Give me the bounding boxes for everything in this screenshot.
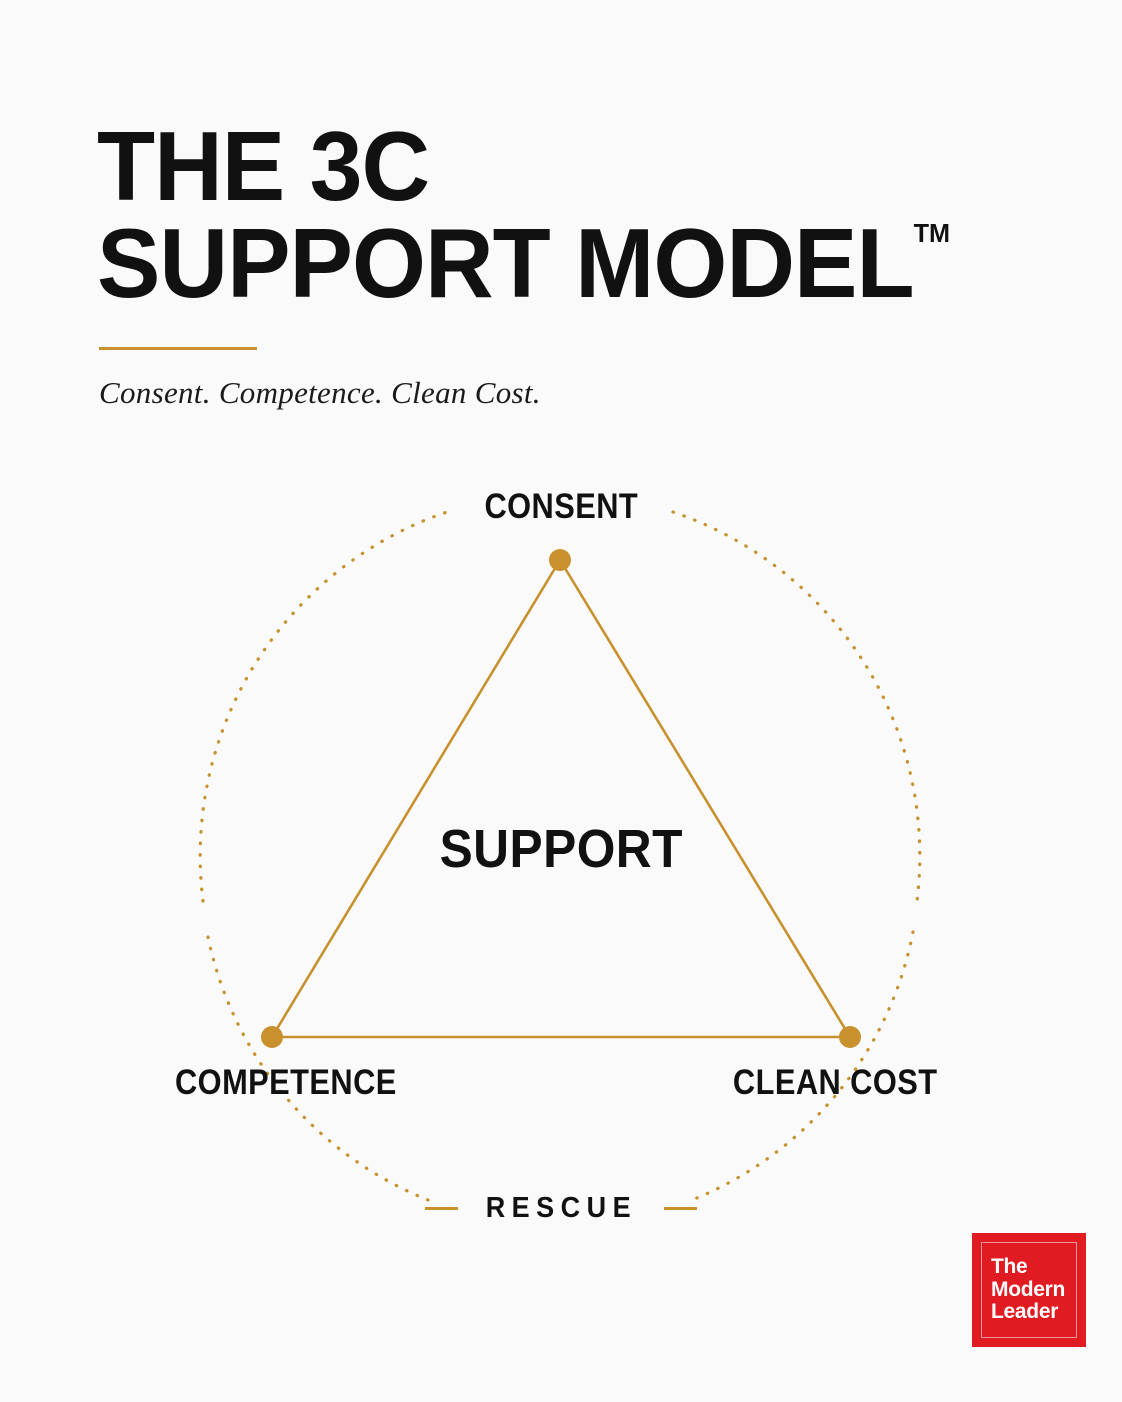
vertex-label-clean-cost: CLEAN COST <box>732 1063 937 1102</box>
brand-logo-line-1: The <box>991 1255 1028 1279</box>
rescue-label: RESCUE <box>485 1192 637 1224</box>
brand-logo-inner-border: The Modern Leader <box>981 1242 1077 1338</box>
diagram-svg <box>198 510 922 1202</box>
rescue-ring-arc-bottom-left <box>205 930 430 1202</box>
vertex-label-consent: CONSENT <box>0 487 1122 527</box>
page-title-line-2-text: SUPPORT MODEL <box>97 208 915 319</box>
rescue-ring <box>198 510 922 1202</box>
vertex-label-competence: COMPETENCE <box>175 1063 397 1102</box>
title-block: THE 3C SUPPORT MODELTM <box>97 111 1057 312</box>
center-label-support: SUPPORT <box>0 818 1122 880</box>
trademark-mark: TM <box>913 218 950 249</box>
brand-logo-line-3: Leader <box>991 1300 1059 1324</box>
brand-logo[interactable]: The Modern Leader <box>972 1233 1086 1347</box>
page-title-line-1: THE 3C <box>97 111 430 221</box>
rescue-dash-right <box>664 1207 698 1210</box>
vertex-label-consent-text: CONSENT <box>484 487 638 526</box>
accent-rule <box>99 347 257 350</box>
rescue-ring-arc-top-right <box>671 510 922 903</box>
rescue-ring-arc-top-left <box>198 510 449 903</box>
vertex-dot-competence[interactable] <box>261 1026 283 1048</box>
rescue-dash-left <box>424 1207 458 1210</box>
rescue-ring-arc-bottom-right <box>690 930 915 1202</box>
brand-logo-line-2: Modern <box>991 1277 1066 1301</box>
support-triangle <box>270 558 852 1039</box>
support-model-diagram <box>0 455 1122 1255</box>
rescue-label-row: RESCUE <box>0 1192 1122 1225</box>
vertex-dot-consent[interactable] <box>549 549 571 571</box>
vertex-dot-clean-cost[interactable] <box>839 1026 861 1048</box>
page-subtitle: Consent. Competence. Clean Cost. <box>99 375 541 410</box>
page-title-line-2: SUPPORT MODELTM <box>97 214 1028 312</box>
center-label-support-text: SUPPORT <box>439 819 683 879</box>
